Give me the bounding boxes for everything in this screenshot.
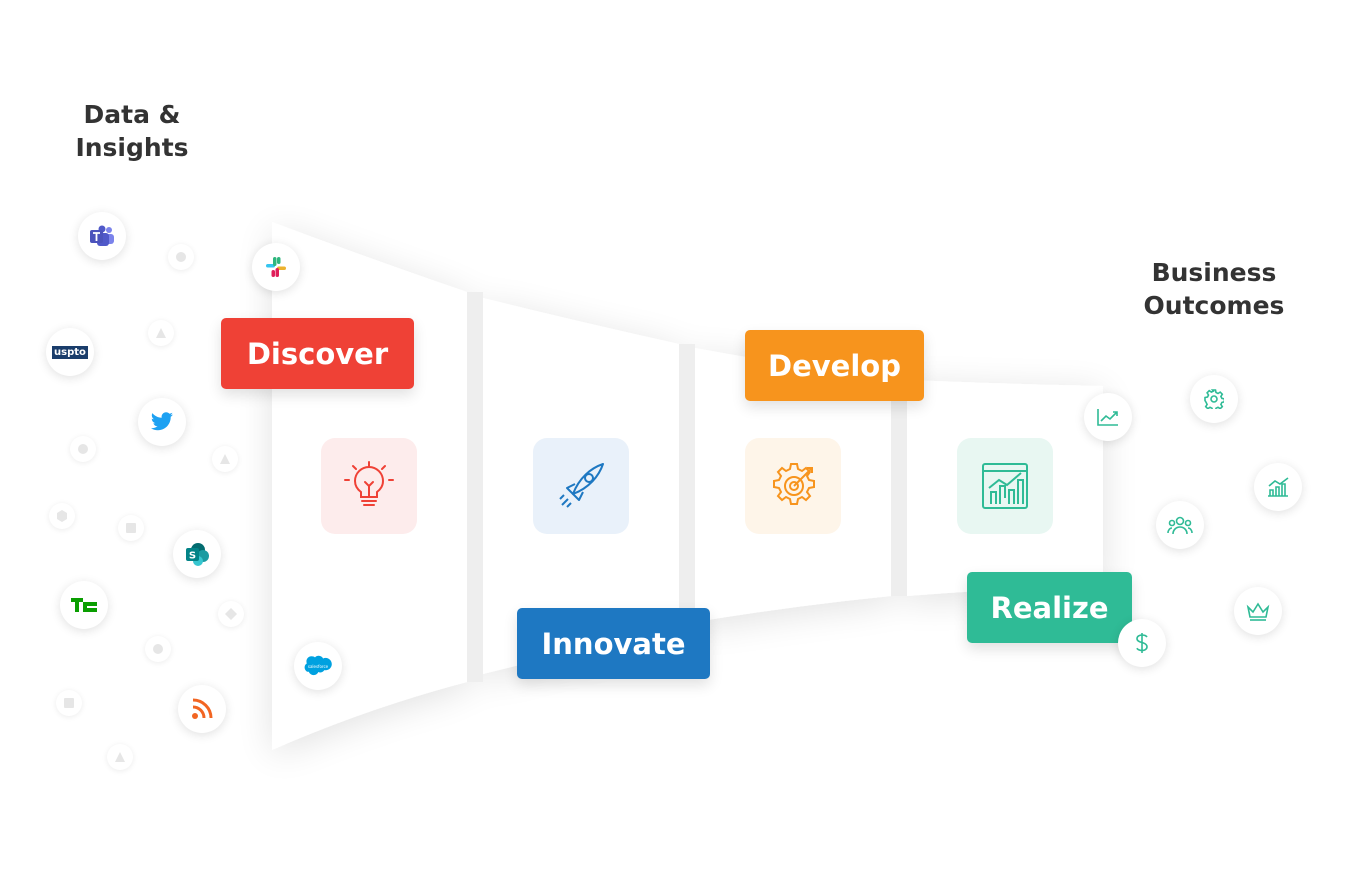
- develop-tile: [745, 438, 841, 534]
- left-heading-line2: Insights: [75, 133, 189, 162]
- analytics-dashboard-icon: [982, 463, 1028, 509]
- svg-text:salesforce: salesforce: [308, 664, 329, 669]
- realize-tile: [957, 438, 1053, 534]
- sharepoint-icon: S: [173, 530, 221, 578]
- uspto-label: uspto: [52, 345, 88, 359]
- lightbulb-icon: [344, 461, 394, 506]
- twitter-icon: [138, 398, 186, 446]
- stage-develop: Develop: [745, 330, 924, 401]
- triangle-dot-icon: [212, 446, 238, 472]
- teams-icon: [78, 212, 126, 260]
- stage-realize: Realize: [967, 572, 1132, 643]
- discover-tile: [321, 438, 417, 534]
- innovate-tile: [533, 438, 629, 534]
- square-dot-icon: [118, 515, 144, 541]
- funnel-gap-1: [467, 292, 483, 682]
- triangle-dot-icon: [107, 744, 133, 770]
- salesforce-icon: salesforce: [294, 642, 342, 690]
- right-heading-line1: Business: [1151, 258, 1277, 287]
- hexagon-dot-icon: [49, 503, 75, 529]
- right-heading: Business Outcomes: [1134, 256, 1294, 322]
- circle-dot-icon: [145, 636, 171, 662]
- uspto-icon: uspto: [46, 328, 94, 376]
- trend-chart-icon: [1084, 393, 1132, 441]
- growth-chart-icon: [1254, 463, 1302, 511]
- gear-target-icon: [773, 463, 815, 505]
- settings-icon: [1190, 375, 1238, 423]
- circle-dot-icon: [168, 244, 194, 270]
- stage-discover: Discover: [221, 318, 414, 389]
- crown-icon: [1234, 587, 1282, 635]
- rocket-icon: [559, 463, 604, 508]
- techcrunch-icon: [60, 581, 108, 629]
- stage-innovate: Innovate: [517, 608, 710, 679]
- dollar-icon: [1118, 619, 1166, 667]
- funnel-gap-2: [679, 344, 695, 626]
- circle-dot-icon: [70, 436, 96, 462]
- rss-icon: [178, 685, 226, 733]
- left-heading: Data & Insights: [62, 98, 202, 164]
- diamond-dot-icon: [218, 601, 244, 627]
- right-heading-line2: Outcomes: [1143, 291, 1285, 320]
- team-icon: [1156, 501, 1204, 549]
- slack-icon: [252, 243, 300, 291]
- square-dot-icon: [56, 690, 82, 716]
- funnel-gap-3: [891, 378, 907, 596]
- left-heading-line1: Data &: [83, 100, 181, 129]
- triangle-dot-icon: [148, 320, 174, 346]
- svg-text:S: S: [189, 551, 196, 562]
